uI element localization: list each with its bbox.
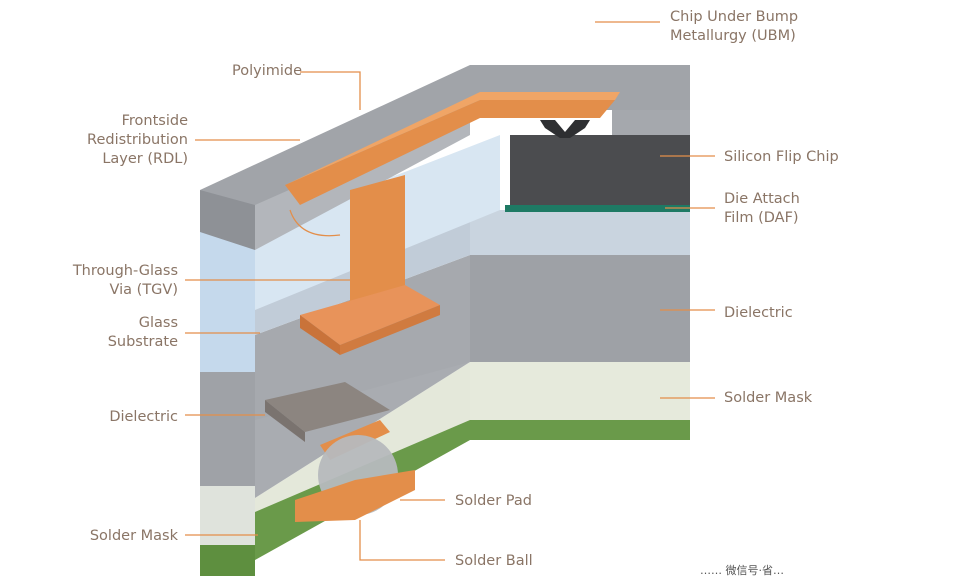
label-solder-mask-right: Solder Mask [724,390,813,406]
dielectric-right-face [470,255,690,362]
label-solder-ball: Solder Ball [455,553,533,569]
label-solder-mask-left: Solder Mask [89,528,178,544]
tgv-column [350,175,405,320]
label-rdl: Frontside Redistribution Layer (RDL) [87,113,188,167]
tgv-bottom-pad [300,285,440,345]
watermark-text: …… 微信号·省… [700,564,784,577]
green-layer-front [200,545,255,576]
leader-polyimide [300,71,361,110]
label-tgv: Through-Glass Via (TGV) [72,263,178,298]
solder-mask-front-face [200,486,255,545]
tgv-bottom-pad-face [300,315,340,355]
label-silicon-flip-chip: Silicon Flip Chip [724,149,839,165]
label-dielectric-left: Dielectric [109,409,178,425]
rdl-trace-top [285,92,620,185]
lower-dielectric-pad-block [265,382,390,432]
label-glass-substrate: Glass Substrate [107,315,178,350]
green-layer-right [470,420,690,440]
label-solder-pad: Solder Pad [455,493,532,509]
chip-right-band [612,110,690,135]
polyimide-front-face [200,190,255,250]
label-polyimide: Polyimide [232,63,303,79]
leader-solder-ball [359,520,445,561]
label-dielectric-right: Dielectric [724,305,793,321]
label-ubm: Chip Under Bump Metallurgy (UBM) [670,9,799,44]
glass-right-face [470,210,690,255]
rdl-trace [285,100,615,205]
rdl-callout-arc [289,209,341,237]
dielectric-lower-front [200,372,255,486]
label-daf: Die Attach Film (DAF) [724,191,800,226]
solder-pad-bottom [295,470,415,522]
die-attach-film [505,205,690,212]
silicon-chip [510,135,690,205]
lower-dielectric-pad-face [265,400,305,442]
glass-front-face [200,228,255,372]
tgv-bottom-pad-side [340,305,440,355]
solder-mask-right-face [470,362,690,420]
ubm-bump [540,120,590,138]
